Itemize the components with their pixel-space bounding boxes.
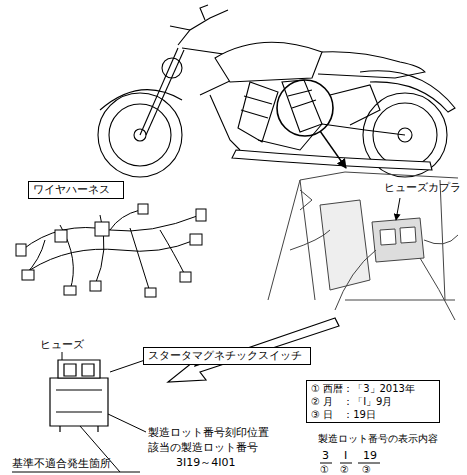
node-text: ③ 日 ：19日 [311,408,435,421]
motorcycle [322,124,405,135]
harness-connector [55,230,67,242]
note-text: 製造ロット番号の表示内容 [318,432,438,445]
wire-harness [130,228,150,292]
harness-connector [90,281,101,291]
callout-number: ① [320,463,329,475]
node-text: スタータマグネチックスイッチ [148,349,306,363]
fuse-coupler-inset [380,227,416,245]
motorcycle [232,150,432,170]
motorcycle [258,124,322,150]
wire-harness [22,215,200,250]
harness-connector [145,288,156,297]
starter-switch [60,426,98,432]
motorcycle [282,80,322,132]
node-text: ② 月 ：「I」9月 [311,395,435,408]
lot-code-digit: I [344,449,347,462]
wire-harness [160,230,185,275]
nonconformity-label: 基準不適合発生箇所 [12,457,111,470]
leader-line [62,352,63,360]
note-text: 該当の製造ロット番号 [148,441,258,454]
motorcycle [200,5,208,20]
harness-connector [22,270,34,280]
wire-harness [30,240,195,270]
part-label: ヒューズ [40,338,84,351]
leader-line [110,360,145,372]
callout-arrow [320,131,346,168]
node-text: ① 西暦：「3」2013年 [311,382,435,395]
harness-connector [190,234,202,245]
callout-circle [277,80,333,136]
starter-switch [50,360,108,432]
starter-switch [64,364,94,376]
motorcycle [100,90,182,110]
motorcycle [98,5,455,177]
starter-switch [58,360,100,378]
leader-line [108,414,146,432]
fuse-coupler-inset [300,180,315,300]
motorcycle [238,82,278,142]
lot-code-digit: 3 [322,449,329,462]
motorcycle [360,71,455,112]
note-text: 製造ロット番号刻印位置 [148,426,269,439]
leader-line [320,463,380,464]
harness-connector [180,272,191,282]
lot-code-key-box: ① 西暦：「3」2013年② 月 ：「I」9月③ 日 ：19日 [306,380,440,423]
starter-switch [50,378,108,426]
leader-line [12,472,140,473]
harness-connector [196,209,206,221]
coupler-leader [396,198,400,220]
lot-code-digit: 19 [363,449,377,462]
fuse-coupler-inset [372,218,424,262]
lot-number-range: 3I19～4I01 [176,456,235,469]
part-label-box: ワイヤハーネス [28,181,124,199]
fuse-coupler-inset [268,172,458,320]
motorcycle [330,85,380,125]
coupler-leader [396,198,400,220]
harness-connector [95,222,109,236]
node-text: ワイヤハーネス [33,183,119,197]
callout-circle [277,80,333,136]
fuse-coupler-inset [290,230,330,250]
wire-harness [110,210,140,230]
callout-arrow [320,131,346,168]
motorcycle [318,52,425,78]
fuse-coupler-inset [345,180,455,300]
fuse-coupler-inset [300,190,312,210]
motorcycle [146,50,184,135]
fuse-coupler-inset [424,235,458,244]
part-label: ヒューズカプラ [384,181,461,194]
harness-connector [138,204,148,214]
callout-number: ③ [362,463,371,475]
motorcycle [241,90,316,118]
fuse-coupler-inset [420,258,455,320]
motorcycle [210,95,240,150]
harness-connector [16,244,26,256]
motorcycle [140,48,178,135]
callout-number: ② [340,463,349,475]
motorcycle [170,26,190,30]
starter-switch [56,390,102,412]
fuse-coupler-inset [320,200,370,290]
motorcycle [215,42,322,82]
motorcycle [162,58,182,78]
wire-harness [22,210,200,292]
harness-connector [64,286,76,295]
harness-connector [16,204,206,297]
fuse-coupler-inset [335,250,376,310]
part-label-box: スタータマグネチックスイッチ [143,347,311,365]
